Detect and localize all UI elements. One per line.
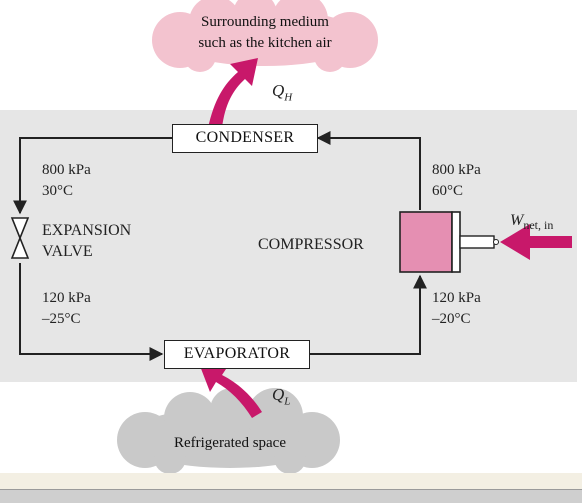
- q-l-label: QL: [272, 384, 290, 412]
- bottom-right-pressure: 120 kPa: [432, 290, 481, 306]
- state-top-right: 800 kPa 60°C: [432, 160, 481, 202]
- q-h-arrow: [208, 58, 258, 128]
- w-net-label: Wnet, in: [510, 210, 553, 236]
- w-net-arrow: [500, 224, 572, 260]
- q-h-subscript: H: [284, 91, 293, 104]
- top-right-temp: 60°C: [432, 183, 464, 199]
- window-bottom-bar: [0, 489, 582, 503]
- q-l-subscript: L: [284, 395, 291, 408]
- expansion-valve-symbol: [10, 217, 30, 259]
- surrounding-medium-line2: such as the kitchen air: [198, 35, 332, 51]
- state-bottom-left: 120 kPa –25°C: [42, 288, 91, 330]
- refrigerated-space-label: Refrigerated space: [173, 435, 287, 451]
- compressor-symbol: [399, 211, 499, 273]
- condenser-box: CONDENSER: [172, 124, 318, 153]
- state-top-left: 800 kPa 30°C: [42, 160, 91, 202]
- expansion-label-line1: EXPANSION: [42, 222, 132, 239]
- refrigerated-space-cloud: [117, 388, 340, 474]
- expansion-label-line2: VALVE: [42, 243, 93, 260]
- surrounding-medium-label: Surrounding medium such as the kitchen a…: [160, 12, 370, 54]
- top-right-pressure: 800 kPa: [432, 162, 481, 178]
- heat-and-work-arrows: [200, 58, 572, 418]
- top-left-pressure: 800 kPa: [42, 162, 91, 178]
- surrounding-medium-line1: Surrounding medium: [201, 14, 329, 30]
- w-net-subscript: net, in: [523, 217, 554, 232]
- w-net-symbol: W: [510, 212, 524, 229]
- expansion-valve-label: EXPANSION VALVE: [42, 220, 131, 262]
- refrigerant-lines: [13, 131, 427, 361]
- bottom-right-temp: –20°C: [432, 311, 471, 327]
- bottom-left-temp: –25°C: [42, 311, 81, 327]
- q-l-arrow: [200, 366, 262, 418]
- q-h-label: QH: [272, 80, 292, 108]
- top-left-temp: 30°C: [42, 183, 74, 199]
- footer-band: [0, 473, 582, 489]
- q-h-symbol: Q: [272, 81, 285, 100]
- q-l-symbol: Q: [272, 385, 285, 404]
- state-bottom-right: 120 kPa –20°C: [432, 288, 481, 330]
- evaporator-box: EVAPORATOR: [164, 340, 310, 369]
- compressor-label: COMPRESSOR: [258, 236, 364, 253]
- bottom-left-pressure: 120 kPa: [42, 290, 91, 306]
- surrounding-medium-cloud: [152, 0, 378, 72]
